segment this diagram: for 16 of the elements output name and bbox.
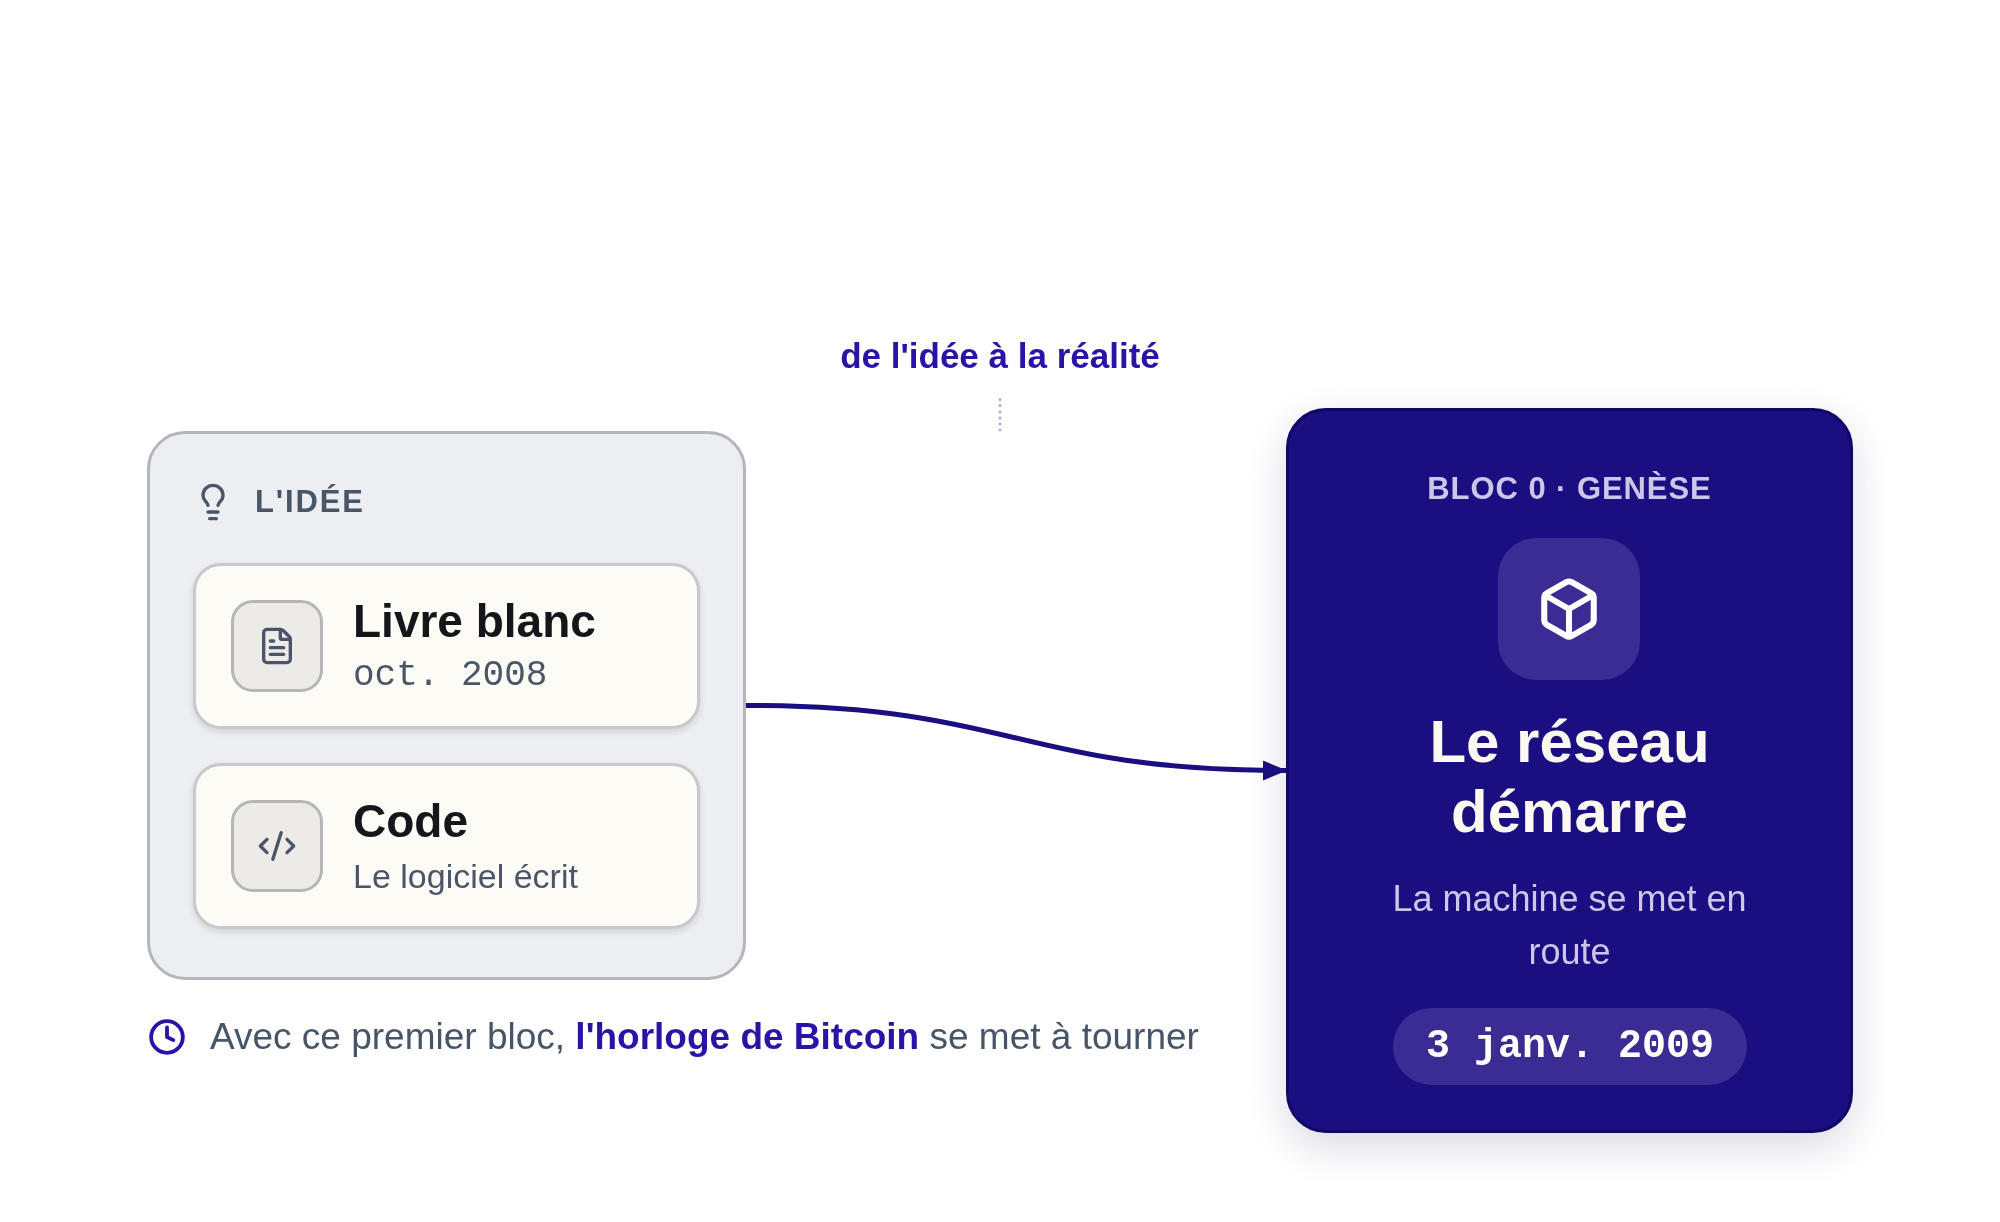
group-panel	[147, 431, 746, 980]
arrow	[745, 703, 1287, 780]
block-label: BLOC 0 · GENÈSE	[1427, 470, 1712, 508]
diagram-title: de l'idée à la réalité	[840, 335, 1160, 377]
milestone-title: Le réseau démarre	[1428, 707, 1711, 847]
note-text: Avec ce premier bloc, l'horloge de Bitcoin se met à tourner	[210, 1015, 1199, 1059]
date-pill: 3 janv. 2009	[1393, 1008, 1747, 1085]
item-card	[193, 563, 700, 729]
card-date: oct. 2008	[353, 654, 548, 698]
section-heading: L'IDÉE	[255, 483, 365, 521]
milestone-description: La machine se met en route	[1391, 877, 1748, 974]
milestone-card	[1286, 408, 1853, 1133]
card-title: Livre blanc	[353, 594, 596, 649]
card-subtitle: Le logiciel écrit	[353, 856, 578, 897]
card-title: Code	[353, 794, 468, 849]
item-card	[193, 763, 700, 929]
